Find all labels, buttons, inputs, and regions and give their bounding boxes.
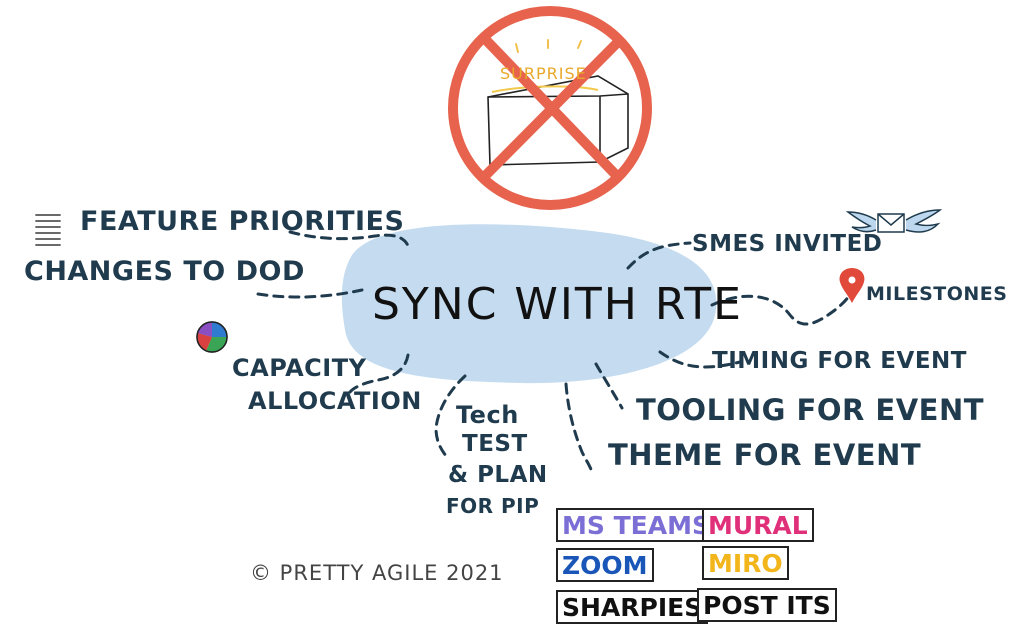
pie-chart-icon [196, 321, 228, 353]
branch-smes-invited: SMES INVITED [692, 231, 883, 257]
connector-feature-priorities [288, 230, 410, 248]
sparkle-lines [492, 39, 611, 59]
tag-sharpies: SHARPIES [556, 590, 709, 624]
connectors [256, 230, 854, 474]
tag-mural: MURAL [702, 508, 814, 542]
connector-milestones [710, 288, 854, 326]
connector-smes [626, 241, 692, 270]
map-pin-icon [839, 268, 865, 303]
tag-post-its: POST ITS [697, 588, 837, 622]
branch-tech-line4: FOR PIP [446, 494, 540, 518]
surprise-label: SURPRISE [500, 64, 587, 83]
center-topic: SYNC WITH RTE [372, 279, 743, 330]
branch-feature-priorities: FEATURE PRIORITIES [80, 206, 405, 237]
winged-envelope-icon [845, 209, 943, 233]
connector-theme [564, 382, 594, 474]
branch-allocation: ALLOCATION [248, 387, 422, 415]
branch-tech-line3: & PLAN [448, 462, 548, 488]
connector-changes-dod [256, 288, 364, 299]
checklist-icon [35, 214, 61, 246]
tag-miro: MIRO [702, 546, 789, 580]
branch-capacity: CAPACITY [232, 354, 367, 382]
branch-theme-for-event: THEME FOR EVENT [608, 438, 922, 472]
center-blob [341, 224, 717, 384]
copyright-notice: © PRETTY AGILE 2021 [250, 561, 504, 585]
branch-milestones: MILESTONES [866, 283, 1008, 305]
branch-tooling-for-event: TOOLING FOR EVENT [636, 393, 985, 427]
branch-timing-for-event: TIMING FOR EVENT [712, 348, 967, 374]
connector-tech [434, 374, 467, 458]
tag-ms-teams: MS TEAMS [556, 508, 716, 542]
connector-tooling [594, 362, 624, 410]
tag-zoom: ZOOM [556, 548, 654, 582]
branch-tech-line1: Tech [456, 401, 519, 429]
no-surprise-sign [448, 6, 652, 210]
connector-capacity [348, 353, 410, 394]
branch-changes-to-dod: CHANGES TO DOD [24, 256, 305, 287]
branch-tech-line2: TEST [462, 431, 528, 457]
connector-timing [658, 350, 742, 369]
